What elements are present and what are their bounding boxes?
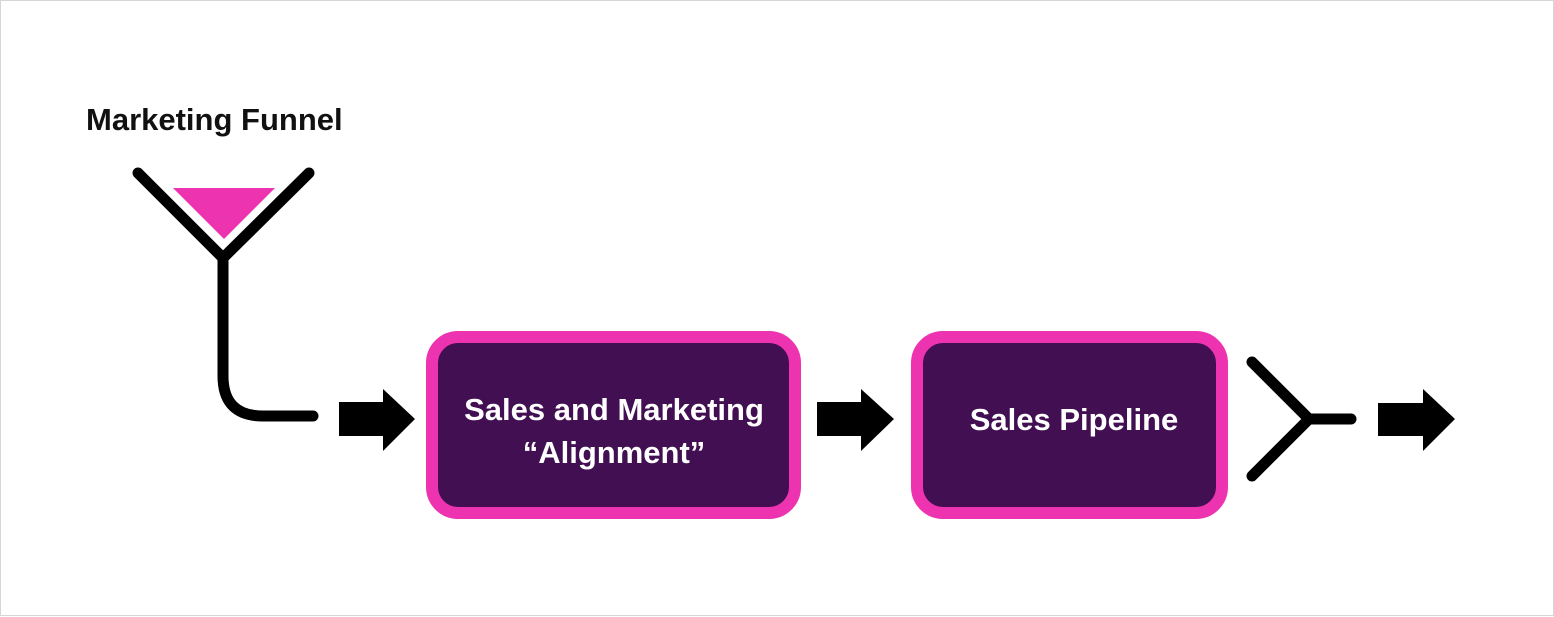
funnel-icon (132, 167, 319, 422)
arrow-right-icon (1378, 389, 1455, 451)
stage-box-sales-pipeline: Sales Pipeline (911, 331, 1228, 519)
arrow-right-icon (339, 389, 415, 451)
stage-label-line1: Sales and Marketing (464, 392, 764, 427)
funnel-outline (132, 167, 319, 422)
stage-box-alignment: Sales and Marketing “Alignment” (426, 331, 801, 519)
output-branch-icon (1246, 356, 1357, 482)
funnel-fill (173, 188, 275, 239)
arrow-right-icon (817, 389, 894, 451)
stage-label: Sales Pipeline (970, 402, 1179, 437)
diagram-title: Marketing Funnel (86, 102, 343, 137)
stage-label-line2: “Alignment” (523, 435, 706, 470)
